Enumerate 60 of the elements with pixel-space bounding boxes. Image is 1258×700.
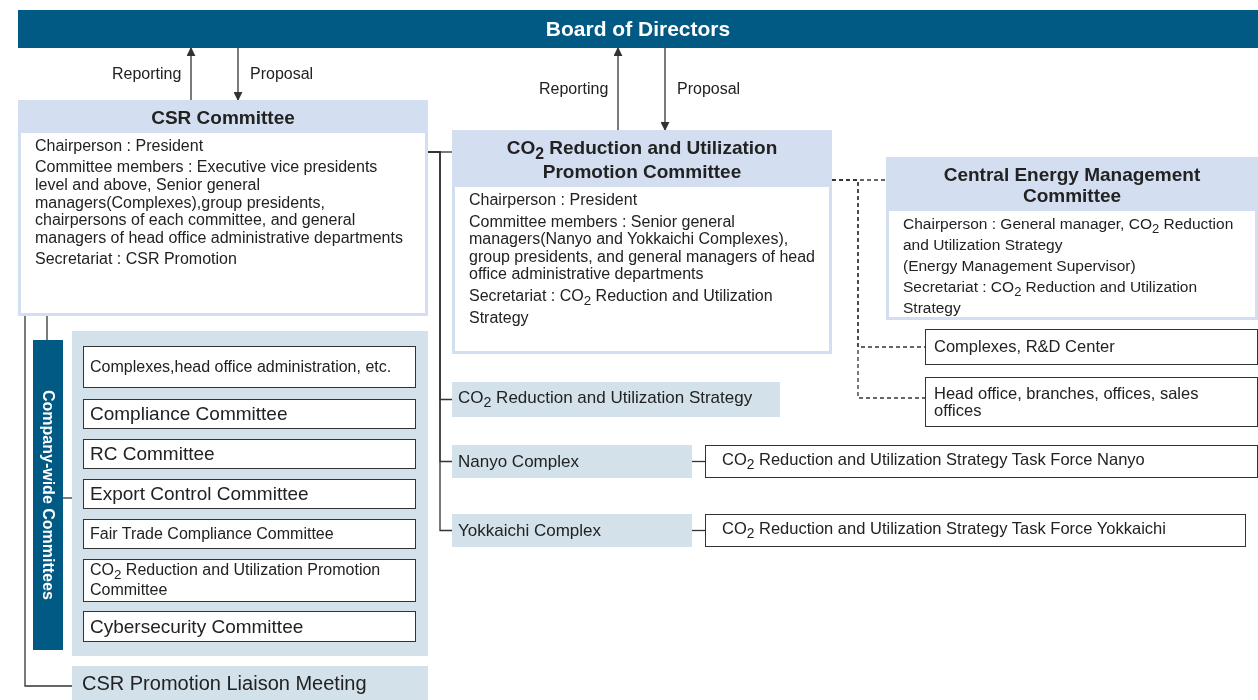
unit-name: CSR Promotion Liaison Meeting xyxy=(82,671,367,695)
committee-group-band xyxy=(33,340,63,650)
arrow xyxy=(233,47,243,101)
unit-name: CO$_{2}$ Reduction and Utilization Strategy Task Force Nanyo xyxy=(722,450,1145,473)
unit-name: Complexes,head office administration, etc. xyxy=(90,358,392,376)
unit-box xyxy=(72,666,428,700)
unit-box xyxy=(705,514,1246,547)
committee-box xyxy=(83,346,416,388)
committee-box xyxy=(83,519,416,549)
unit-box xyxy=(452,514,692,547)
committee-card xyxy=(18,100,428,316)
committee-card xyxy=(452,130,832,354)
connector-line xyxy=(62,497,73,499)
edge-label: Reporting xyxy=(537,80,611,98)
member-info: Secretariat : CO$_{2}$ Reduction and Utilization Strategy xyxy=(468,286,774,327)
committee-title: Central Energy Management Committee xyxy=(886,157,1258,211)
member-info: (Energy Management Supervisor) xyxy=(902,256,1137,275)
member-info: Committee members : Senior general managers(Nanyo and Yokkaichi Complexes), group presidents, and general managers of head office administrative departments xyxy=(468,211,816,284)
member-info: Secretariat : CSR Promotion xyxy=(34,249,238,269)
committee-title: CSR Committee xyxy=(18,100,428,133)
arrow xyxy=(660,47,670,131)
group-title: Company-wide Committees xyxy=(39,390,57,600)
member-info: Secretariat : CO$_{2}$ Reduction and Utilization Strategy xyxy=(902,277,1199,317)
unit-name: Nanyo Complex xyxy=(458,451,579,472)
committee-panel xyxy=(72,331,428,656)
unit-name: Cybersecurity Committee xyxy=(90,616,304,637)
member-info: Chairperson : General manager, CO$_{2}$ Reduction and Utilization Strategy xyxy=(902,213,1235,254)
unit-box xyxy=(925,377,1258,427)
arrow xyxy=(186,47,196,101)
edge-label: Reporting xyxy=(110,65,184,83)
unit-name: Fair Trade Compliance Committee xyxy=(90,525,334,543)
unit-name: CO$_{2}$ Reduction and Utilization Strategy Task Force Yokkaichi xyxy=(722,519,1166,542)
unit-name: CO$_{2}$ Reduction and Utilization Strategy xyxy=(458,388,753,411)
unit-name: Compliance Committee xyxy=(90,404,288,424)
unit-box xyxy=(705,445,1258,478)
connector-line xyxy=(46,315,48,341)
committee-box xyxy=(83,611,416,642)
member-info: Committee members : Executive vice presidents level and above, Senior general managers(Complexes),group presidents, chairpersons of each committee, and general managers of head office administrative departments xyxy=(34,157,404,247)
committee-box xyxy=(83,439,416,469)
unit-name: RC Committee xyxy=(90,444,215,464)
dashed-connector xyxy=(831,179,926,399)
committee-box xyxy=(83,479,416,509)
committee-box xyxy=(83,399,416,429)
unit-name: Head office, branches, offices, sales offices xyxy=(934,384,1200,420)
member-info: Chairperson : President xyxy=(468,190,639,209)
committee-card xyxy=(886,157,1258,320)
unit-name: CO$_{2}$ Reduction and Utilization Promotion Committee xyxy=(90,562,382,599)
unit-box xyxy=(925,329,1258,365)
board-band xyxy=(18,10,1258,48)
unit-box xyxy=(452,445,692,478)
arrow xyxy=(613,47,623,131)
connector-line xyxy=(24,315,73,687)
unit-name: Export Control Committee xyxy=(90,484,309,504)
unit-box xyxy=(452,382,780,417)
unit-name: Complexes, R&D Center xyxy=(934,338,1115,356)
member-info: Chairperson : President xyxy=(34,135,205,155)
committee-title: CO$_{2}$ Reduction and Utilization Promotion Committee xyxy=(452,130,832,188)
committee-box xyxy=(83,559,416,602)
unit-name: Yokkaichi Complex xyxy=(458,520,601,541)
board-title: Board of Directors xyxy=(545,17,731,41)
